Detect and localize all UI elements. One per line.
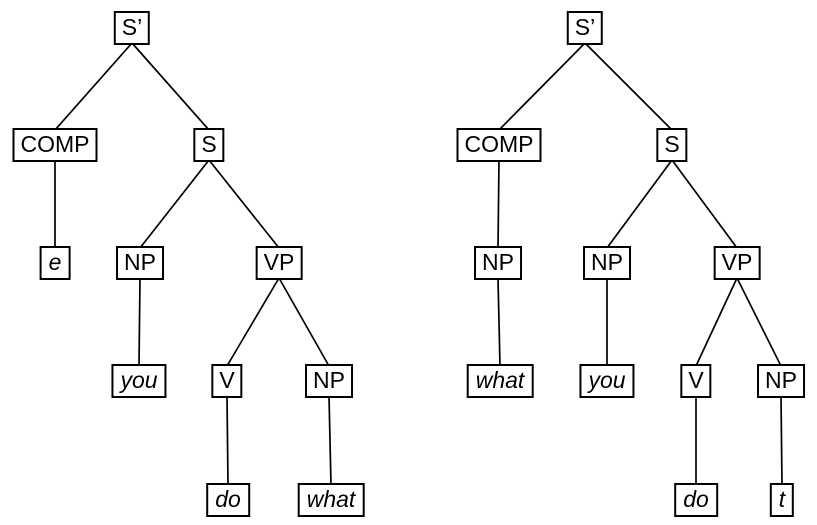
- edge-left-vp-v: [226, 277, 280, 367]
- tree-node-left-sbar: S’: [113, 11, 151, 45]
- tree-node-right-you: you: [579, 364, 635, 398]
- tree-node-left-vp: VP: [255, 246, 303, 280]
- edge-right-s-np2: [606, 159, 673, 249]
- tree-node-right-do: do: [674, 483, 718, 517]
- edge-left-np2-what: [328, 395, 332, 486]
- edge-right-np3-t: [780, 395, 783, 486]
- edge-left-sbar-s: [131, 42, 210, 131]
- tree-node-left-np2: NP: [305, 364, 353, 398]
- edge-left-vp-np2: [278, 277, 330, 367]
- tree-node-left-you: you: [111, 364, 167, 398]
- tree-node-left-s: S: [193, 128, 225, 162]
- tree-node-left-e: e: [39, 246, 71, 280]
- edge-left-s-vp: [208, 159, 280, 249]
- edge-right-vp-np3: [736, 277, 782, 367]
- edge-right-sbar-comp: [498, 42, 586, 131]
- edge-left-sbar-comp: [54, 42, 133, 131]
- tree-node-left-v: V: [211, 364, 243, 398]
- tree-node-left-do: do: [206, 483, 250, 517]
- tree-node-right-comp: COMP: [456, 128, 542, 162]
- edge-left-v-do: [226, 395, 229, 486]
- tree-node-right-t: t: [769, 483, 795, 517]
- edge-right-np1-what: [497, 277, 501, 367]
- tree-node-left-what: what: [297, 483, 365, 517]
- tree-node-right-sbar: S’: [566, 11, 604, 45]
- edge-right-sbar-s: [584, 42, 673, 131]
- edge-left-s-np1: [139, 159, 210, 249]
- edge-right-comp-np1: [497, 159, 500, 249]
- tree-node-left-np1: NP: [116, 246, 164, 280]
- tree-node-right-what: what: [466, 364, 534, 398]
- edge-left-np1-you: [138, 277, 141, 367]
- edge-right-s-vp: [671, 159, 738, 249]
- tree-node-right-vp: VP: [713, 246, 761, 280]
- tree-node-right-np3: NP: [757, 364, 805, 398]
- tree-node-right-np2: NP: [583, 246, 631, 280]
- tree-node-right-np1: NP: [474, 246, 522, 280]
- tree-node-right-v: V: [680, 364, 712, 398]
- edge-right-vp-v: [695, 277, 738, 367]
- tree-node-right-s: S: [656, 128, 688, 162]
- tree-node-left-comp: COMP: [12, 128, 98, 162]
